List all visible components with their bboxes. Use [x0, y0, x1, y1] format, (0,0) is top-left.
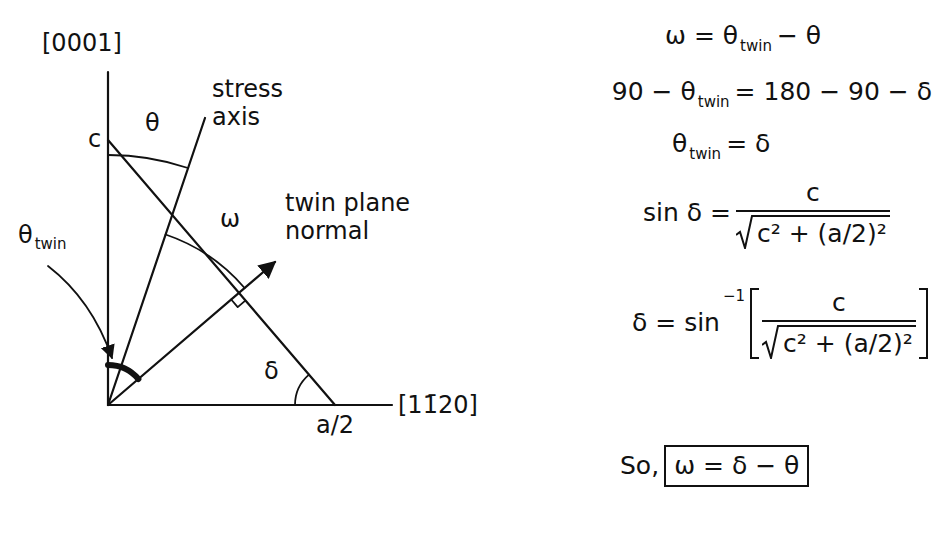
denominator: c² + (a/2)² [736, 212, 890, 249]
label-text: c [88, 126, 101, 154]
label-text: [0001] [42, 30, 122, 58]
figure-label: ω [220, 206, 240, 234]
stress-axis-line [108, 118, 205, 405]
label-text: twin plane normal [285, 190, 425, 245]
square-brackets: c c² + (a/2)² [750, 288, 928, 359]
fraction: c c² + (a/2)² [736, 178, 890, 249]
numerator: c [736, 178, 890, 212]
delta-arc [295, 375, 309, 405]
radicand: c² + (a/2)² [780, 325, 916, 359]
label-text: stress axis [212, 76, 304, 131]
figure-label: θ [145, 110, 160, 138]
equation-line: ω = θtwin− θ [665, 22, 821, 51]
radical-stroke [762, 326, 780, 358]
label-text: c [806, 178, 820, 207]
equation-line: θtwin= δ [672, 130, 770, 159]
label-text: θ [672, 130, 687, 159]
figure-label: [0001] [42, 30, 122, 58]
label-text: 90 − θ [612, 78, 696, 107]
bracket-content: c c² + (a/2)² [762, 288, 916, 359]
denominator: c² + (a/2)² [762, 322, 916, 359]
label-text: = 180 − 90 − δ [735, 78, 932, 107]
label-text: c² + (a/2)² [757, 219, 887, 248]
label-text: δ [264, 358, 279, 386]
label-text: twin [689, 146, 721, 163]
figure-label: [11̄20] [398, 392, 478, 420]
fraction: c c² + (a/2)² [762, 288, 916, 359]
left-bracket [750, 288, 759, 359]
theta-twin-pointer [48, 266, 112, 358]
figure-label: a/2 [316, 412, 354, 440]
radical-stroke [736, 216, 754, 248]
label-text: twin [698, 94, 730, 111]
label-text: θ [18, 222, 33, 250]
label-text: twin [740, 38, 772, 55]
label-text: δ = sin [632, 309, 720, 338]
twin-plane-trace [108, 140, 335, 405]
figure-label: δ [264, 358, 279, 386]
figure-label: c [88, 126, 101, 154]
figure-label: stress axis [212, 76, 304, 131]
equation-line: sin δ = c c² + (a/2)² [643, 178, 890, 249]
c-axis-line [107, 72, 109, 405]
label-text: ω [220, 206, 240, 234]
theta-twin-arc [108, 365, 138, 379]
numerator: c [762, 288, 916, 322]
a-axis-line [108, 404, 392, 406]
figure-label: θtwin [18, 222, 67, 250]
theta-arc [108, 155, 188, 168]
label-text: − θ [777, 22, 821, 51]
label-text: a/2 [316, 412, 354, 440]
label-text: c [832, 288, 846, 317]
label-text: ω = θ [665, 22, 738, 51]
label-text: = δ [726, 130, 770, 159]
radical-sign [762, 325, 780, 359]
label-text: −1 [723, 288, 745, 305]
equation-line: So, ω = δ − θ [620, 445, 809, 487]
equation-line: δ = sin−1 c c² + (a/2)² [632, 288, 928, 359]
label-text: So, [620, 452, 659, 481]
label-text: sin δ = [643, 199, 731, 228]
label-text: [11̄20] [398, 392, 478, 420]
label-text: ω = δ − θ [674, 451, 799, 480]
right-angle-mark [231, 300, 245, 308]
twin-normal-arrow [108, 262, 275, 405]
label-text: twin [35, 236, 67, 253]
label-text: c² + (a/2)² [783, 329, 913, 358]
radical-sign [736, 215, 754, 249]
equation-line: 90 − θtwin= 180 − 90 − δ [612, 78, 932, 107]
radicand: c² + (a/2)² [754, 215, 890, 249]
omega-arc [166, 235, 245, 289]
label-text: θ [145, 110, 160, 138]
figure-label: twin plane normal [285, 190, 425, 245]
result-box: ω = δ − θ [664, 445, 809, 487]
right-bracket [919, 288, 928, 359]
